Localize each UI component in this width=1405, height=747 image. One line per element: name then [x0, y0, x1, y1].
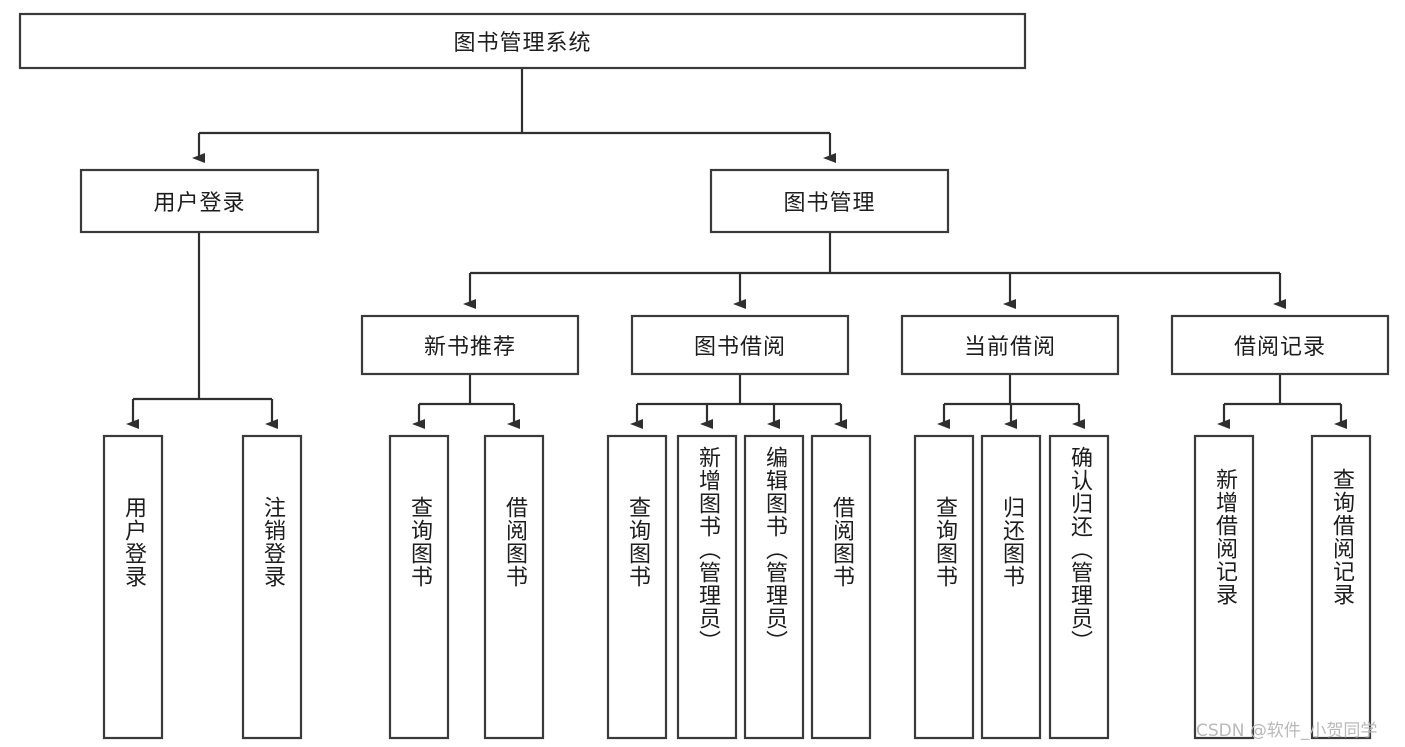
- node-leaf-borrow-book-2[interactable]: [810, 434, 872, 740]
- node-leaf-user-login[interactable]: [102, 434, 164, 740]
- node-borrow-record[interactable]: [1170, 314, 1390, 376]
- node-leaf-confirm-return[interactable]: [1048, 434, 1110, 740]
- edges-group: [126, 68, 1347, 429]
- node-leaf-add-record[interactable]: [1193, 434, 1255, 740]
- node-user-login[interactable]: [79, 168, 320, 234]
- node-leaf-query-book-2[interactable]: [606, 434, 668, 740]
- nodes-group: [18, 12, 1390, 740]
- node-current-borrow[interactable]: [900, 314, 1120, 376]
- node-book-manage[interactable]: [709, 168, 950, 234]
- node-new-book-rec[interactable]: [360, 314, 580, 376]
- node-leaf-return-book[interactable]: [980, 434, 1042, 740]
- node-leaf-borrow-book-1[interactable]: [483, 434, 545, 740]
- node-leaf-query-book-3[interactable]: [913, 434, 975, 740]
- node-root[interactable]: [18, 12, 1027, 70]
- node-leaf-edit-book[interactable]: [743, 434, 805, 740]
- node-leaf-logout[interactable]: [241, 434, 303, 740]
- node-book-borrow[interactable]: [630, 314, 850, 376]
- node-leaf-query-book-1[interactable]: [388, 434, 450, 740]
- node-leaf-query-record[interactable]: [1310, 434, 1372, 740]
- node-leaf-add-book[interactable]: [676, 434, 738, 740]
